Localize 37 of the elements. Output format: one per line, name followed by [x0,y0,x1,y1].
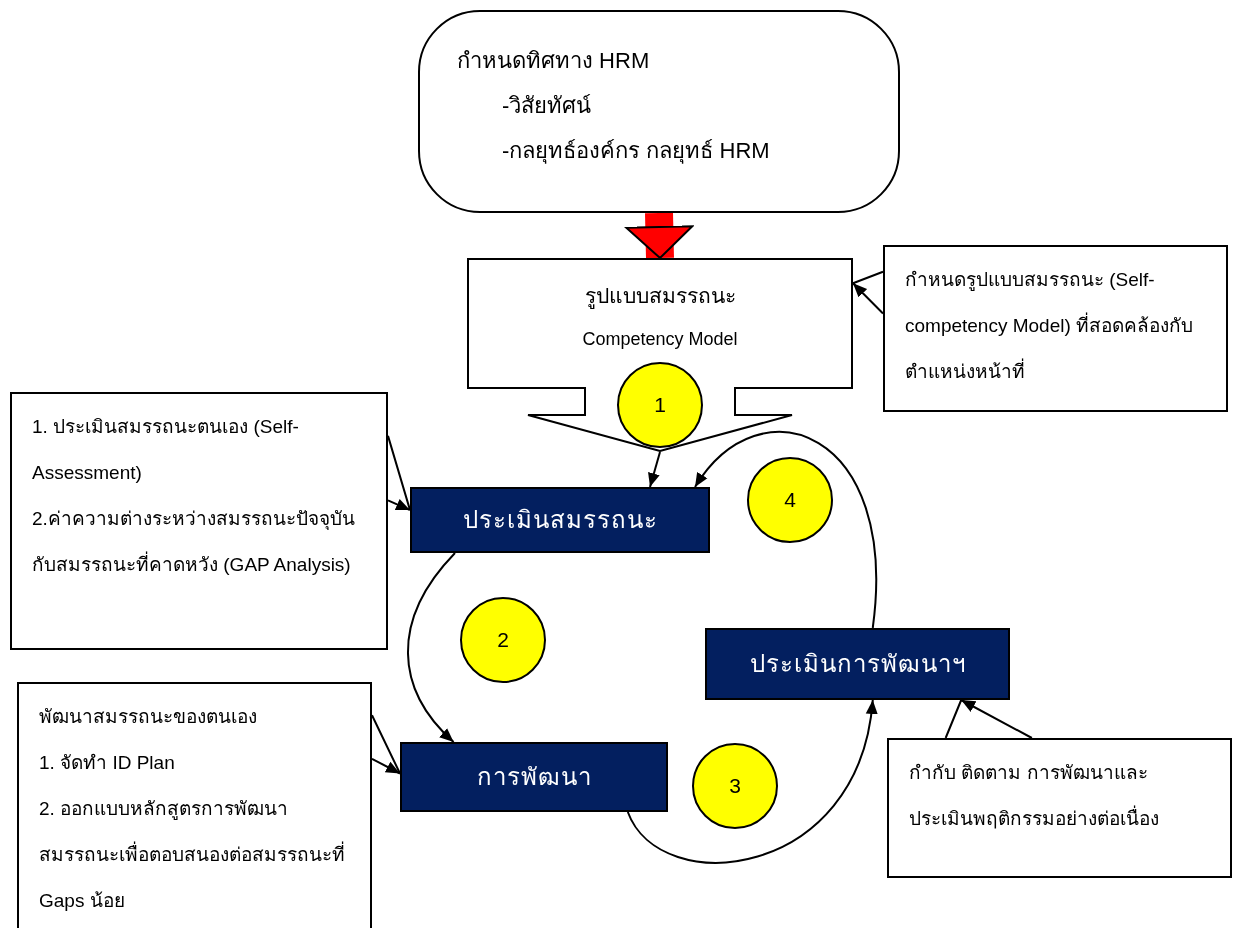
callout-text: กำหนดรูปแบบสมรรถนะ (Self-competency Model) ที่สอดคล้องกับตำแหน่งหน้าที่ [905,268,1195,384]
callout-text: 2.ค่าความต่างระหว่างสมรรถนะปัจจุบันกับสมรรถนะที่คาดหวัง (GAP Analysis) [32,507,356,577]
callout-box [10,392,388,650]
cycle-arrow [648,451,661,488]
callout-box [17,682,372,928]
stage-box [400,742,668,812]
callout-text: 1. ประเมินสมรรถนะตนเอง (Self-Assessment) [32,415,300,485]
callout-text: พัฒนาสมรรถนะของตนเอง [39,705,258,729]
subtitle-text: Competency Model [582,327,738,351]
callout-box [883,245,1228,412]
callout-pointer [852,270,884,315]
step-number: 1 [654,392,666,419]
list-item-text: -กลยุทธ์องค์กร กลยุทธ์ HRM [501,137,771,166]
arrow-callout-shape [467,258,853,452]
callout-pointer [371,714,401,775]
stage-label: ประเมินสมรรถนะ [462,505,658,535]
title-text: รูปแบบสมรรถนะ [584,283,736,311]
stage-label: การพัฒนา [476,762,592,792]
callout-text: 2. ออกแบบหลักสูตรการพัฒนาสมรรถนะเพื่อตอบสนองต่อสมรรถนะที่ Gaps น้อย [39,797,346,913]
callout-pointer [944,699,1033,739]
stage-label: ประเมินการพัฒนาฯ [749,649,966,679]
rounded-box [418,10,900,213]
callout-box [887,738,1232,878]
heading-text: กำหนดทิศทาง HRM [457,47,651,75]
callout-pointer [387,434,411,512]
stage-box [705,628,1010,700]
cycle-arrow [626,699,877,864]
callout-text: กำกับ ติดตาม การพัฒนาและประเมินพฤติกรรมอย่างต่อเนื่อง [909,761,1160,831]
step-number: 3 [729,773,741,800]
cycle-arrow [406,552,456,743]
step-number: 2 [497,627,509,654]
cycle-arrow [694,431,878,629]
list-item-text: -วิสัยทัศน์ [501,92,593,120]
callout-text: 1. จัดทำ ID Plan [39,751,176,775]
block-arrow [625,212,694,259]
step-number: 4 [784,487,796,514]
stage-box [410,487,710,553]
